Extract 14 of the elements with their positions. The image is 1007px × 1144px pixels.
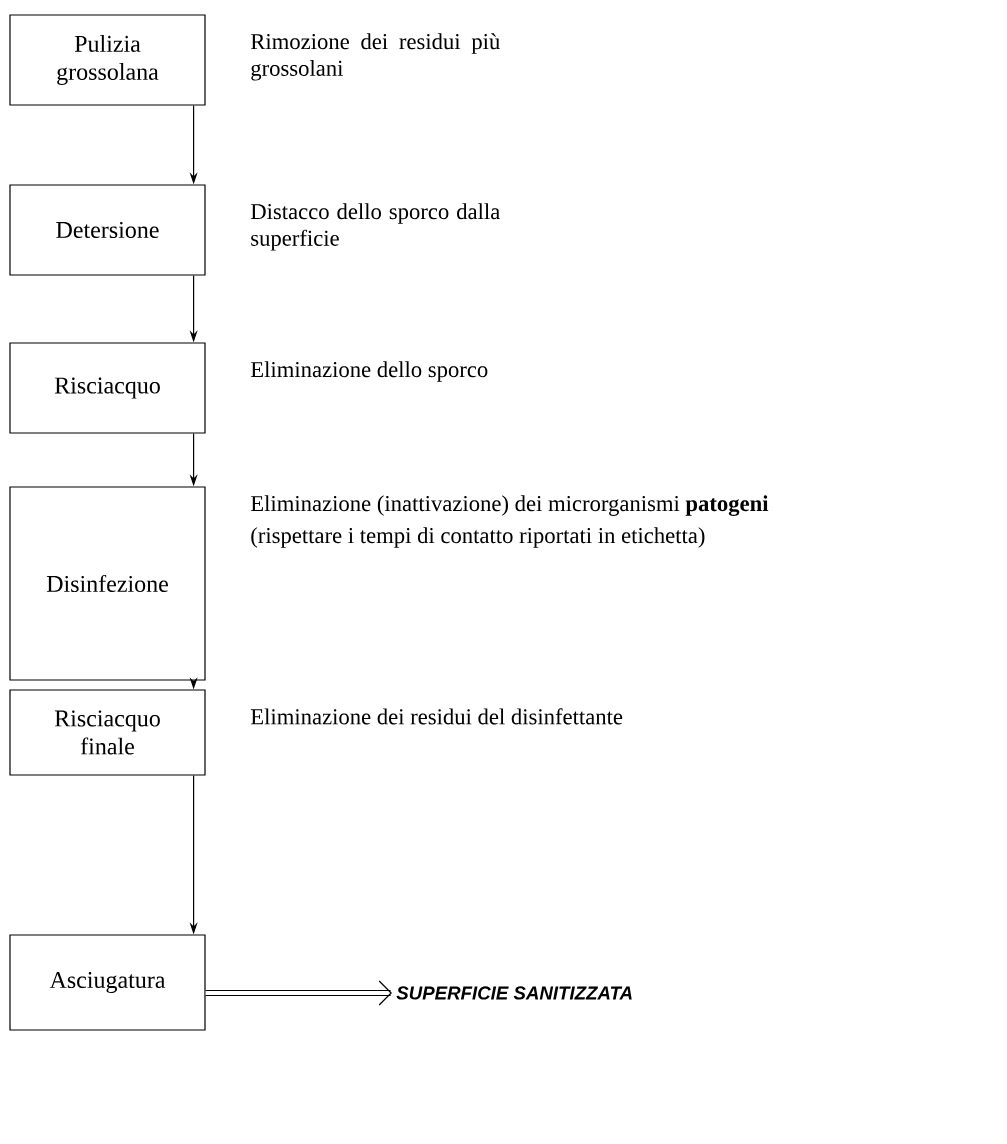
description-text: Eliminazione dei residui del disinfettante (250, 708, 623, 725)
process-box: Risciacquo (9, 342, 206, 434)
process-box: Asciugatura (9, 934, 206, 1031)
process-box: Pulizia grossolana (9, 14, 206, 106)
description-text: Eliminazione dello sporco (250, 361, 488, 382)
result-text: SUPERFICIE SANITIZZATA (396, 986, 632, 1000)
double-arrow (205, 980, 392, 1006)
description-text: Distacco dello sporco dalla superficie (250, 203, 500, 251)
process-box: Risciacquo finale (9, 689, 206, 776)
description-text: (rispettare i tempi di contatto riportati in etichetta) (251, 527, 705, 548)
description-text: Rimozione dei residui più grossolani (250, 33, 500, 81)
description-text: Eliminazione (inattivazione) dei microrganismi patogeni (250, 495, 769, 516)
process-box: Disinfezione (9, 486, 206, 681)
process-box: Detersione (9, 184, 206, 276)
